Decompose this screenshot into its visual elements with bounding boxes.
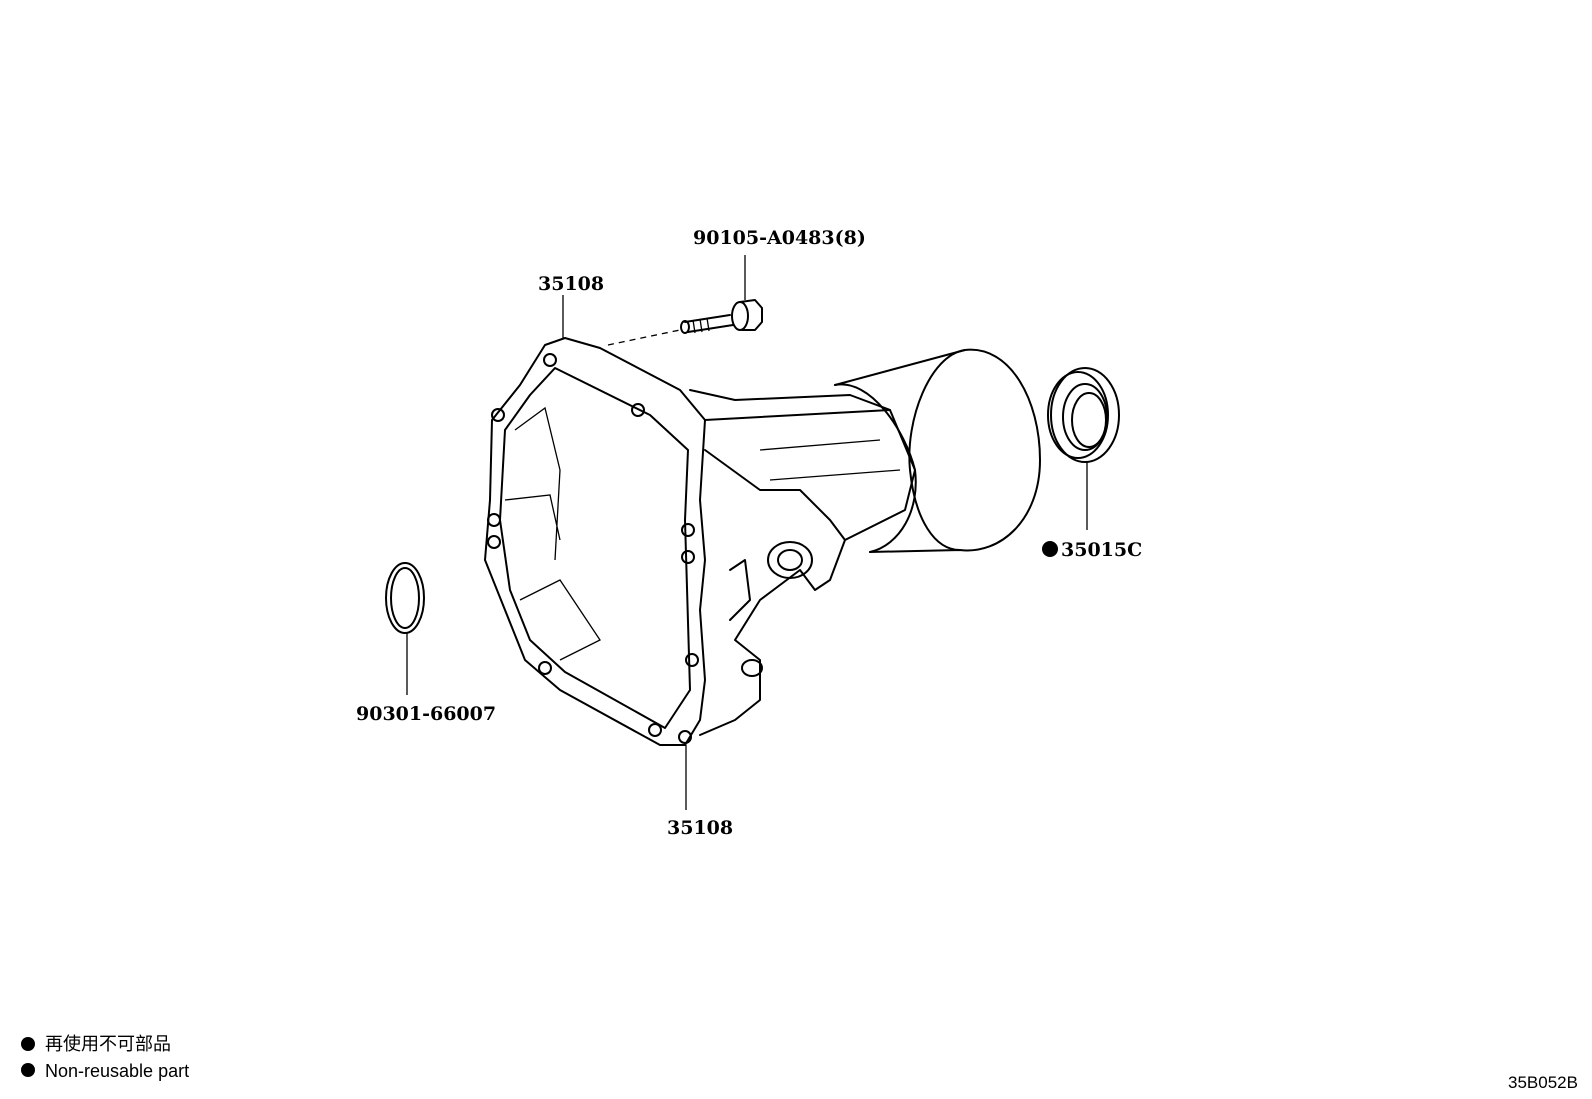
part-label-o-ring[interactable]: 90301-66007 bbox=[356, 703, 496, 725]
legend-japanese: 再使用不可部品 bbox=[45, 1034, 171, 1054]
part-label-oil-seal[interactable]: 35015C bbox=[1061, 539, 1142, 561]
transmission-housing-flange bbox=[484, 337, 706, 746]
legend-bullet-icon bbox=[21, 1063, 35, 1077]
bolt-holes bbox=[487, 353, 699, 744]
o-ring-drawing bbox=[385, 562, 425, 695]
non-reusable-marker-icon bbox=[1042, 541, 1058, 557]
extension-housing-drawing bbox=[689, 348, 1041, 736]
bolt-drawing bbox=[607, 255, 763, 346]
legend-bullet-icon bbox=[21, 1037, 35, 1051]
legend: 再使用不可部品 Non-reusable part bbox=[21, 1034, 189, 1081]
figure-code: 35B052B bbox=[1508, 1073, 1578, 1092]
part-label-gasket-top[interactable]: 35108 bbox=[538, 273, 604, 295]
part-label-gasket-bottom[interactable]: 35108 bbox=[667, 817, 733, 839]
legend-english: Non-reusable part bbox=[45, 1061, 189, 1081]
oil-seal-drawing bbox=[1047, 367, 1120, 530]
part-label-bolt[interactable]: 90105-A0483(8) bbox=[693, 227, 866, 249]
